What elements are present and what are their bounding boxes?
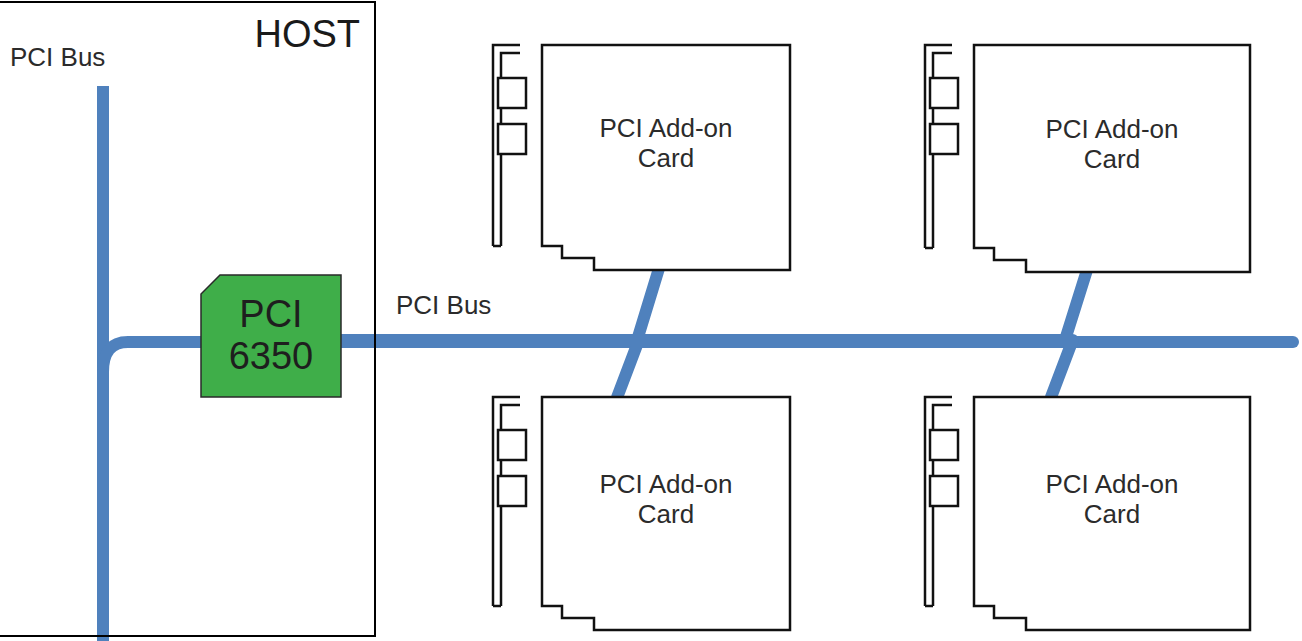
bracket-connector [498,124,526,154]
add-on-card: PCI Add-on Card [490,44,792,274]
card-label: PCI Add-on Card [1037,470,1187,530]
bridge-chip: PCI 6350 [200,274,342,398]
add-on-card: PCI Add-on Card [922,44,1252,276]
pci-bus-branch [103,342,210,372]
host-box: HOST PCI 6350 [0,1,376,637]
bracket-connector [930,124,958,154]
bracket-connector [498,430,526,460]
chip-label: PCI 6350 [208,294,334,378]
bracket-connector [498,78,526,108]
bracket-connector [930,476,958,506]
chip-body [201,275,341,397]
bus-connector [341,268,659,340]
card-body [974,45,1250,272]
card-label: PCI Add-on Card [591,114,741,174]
card-body [542,397,790,630]
bus-label: PCI Bus [394,290,493,321]
card-body [974,397,1250,630]
bracket-connector [930,78,958,108]
bus-label: PCI Bus [8,42,107,73]
card-label: PCI Add-on Card [1037,115,1187,175]
bus-connector [341,340,639,398]
add-on-card: PCI Add-on Card [490,396,792,634]
bracket-connector [498,476,526,506]
bus-connector [341,270,1087,340]
card-body [542,45,790,270]
bracket-connector [930,430,958,460]
card-label: PCI Add-on Card [591,470,741,530]
bus-connector [341,340,1073,398]
host-label: HOST [254,13,360,57]
add-on-card: PCI Add-on Card [922,396,1252,634]
